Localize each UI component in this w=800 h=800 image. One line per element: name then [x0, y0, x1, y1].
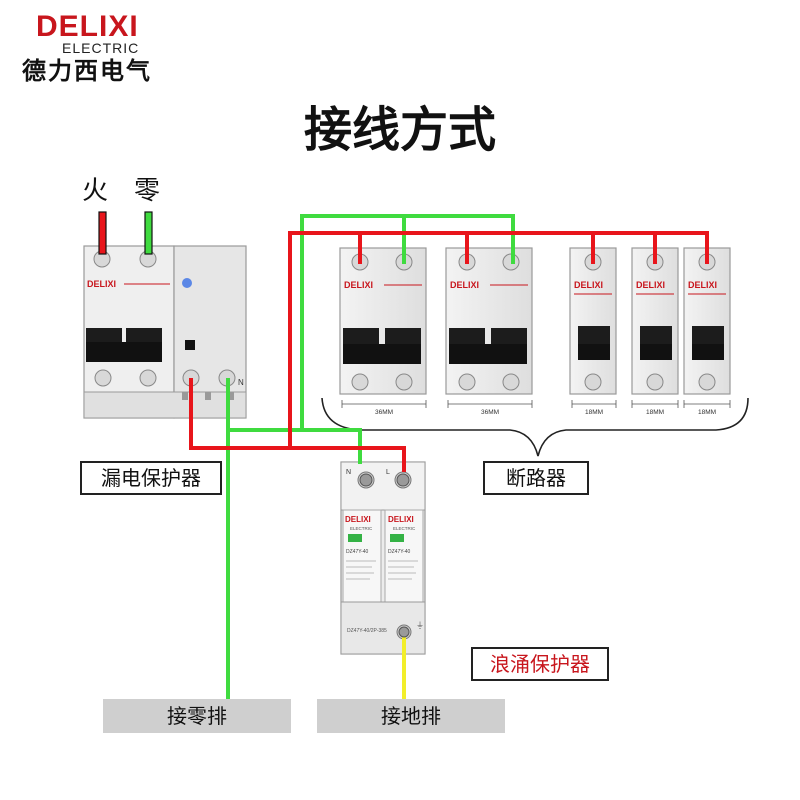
brand-logo: DELIXI [36, 10, 139, 43]
breaker-group-brace [321, 397, 749, 457]
dimension-lines [341, 400, 731, 408]
page-title: 接线方式 [303, 102, 496, 158]
spd-l-label: L [386, 469, 390, 476]
rcd-device: DELIXI N [83, 245, 247, 419]
incoming-neutral-wire [144, 211, 153, 255]
breaker-brand-text: DELIXI [636, 280, 665, 290]
neutral-bar: 接零排 [103, 699, 291, 733]
brand-chinese-name: 德力西电气 [22, 57, 152, 85]
incoming-live-wire [98, 211, 107, 255]
spd-brand-left: DELIXI [345, 515, 371, 524]
brand-subtitle: ELECTRIC [62, 40, 140, 56]
spd-sub-right: ELECTRIC [393, 526, 416, 531]
breakers-label: 断路器 [483, 461, 589, 495]
spd-model-right: DZ47Y-40 [388, 549, 411, 555]
spd-label: 浪涌保护器 [471, 647, 609, 681]
breaker-2p-1: DELIXI [339, 247, 427, 395]
spd-model-left: DZ47Y-40 [346, 549, 369, 555]
spd-brand-right: DELIXI [388, 515, 414, 524]
breaker-brand-text: DELIXI [450, 280, 479, 290]
wires [98, 211, 709, 706]
live-wire-to-spd [189, 378, 406, 472]
spd-base-model: DZ47Y-40/2P-385 [347, 628, 387, 634]
spd-device: N L DELIXI DELIXI ELECTRIC ELECTRIC DZ47… [340, 461, 426, 655]
breaker-1p-2: DELIXI [631, 247, 679, 395]
neutral-wire-label: 零 [134, 176, 161, 206]
breaker-1p-1: DELIXI [569, 247, 617, 395]
spd-n-label: N [346, 469, 351, 476]
svg-text:⏚: ⏚ [416, 621, 424, 630]
rcd-label: 漏电保护器 [80, 461, 222, 495]
rcd-brand-text: DELIXI [87, 279, 116, 289]
breaker-brand-text: DELIXI [574, 280, 603, 290]
ground-bar: 接地排 [317, 699, 505, 733]
live-wire-label: 火 [82, 176, 109, 206]
breaker-2p-2: DELIXI [445, 247, 533, 395]
dim-label-3: 18MM [585, 409, 603, 416]
dim-label-5: 18MM [698, 409, 716, 416]
spd-sub-left: ELECTRIC [350, 526, 373, 531]
live-wire-breaker-bus [288, 231, 709, 450]
dim-label-2: 36MM [481, 409, 499, 416]
breaker-brand-text: DELIXI [344, 280, 373, 290]
dim-label-1: 36MM [375, 409, 393, 416]
breaker-1p-3: DELIXI [683, 247, 731, 395]
neutral-wire-to-spd [226, 428, 362, 464]
dim-label-4: 18MM [646, 409, 664, 416]
rcd-n-terminal-label: N [238, 378, 244, 387]
rcd-test-indicator [182, 278, 192, 288]
neutral-wire-breaker-bus [300, 214, 515, 432]
breaker-brand-text: DELIXI [688, 280, 717, 290]
